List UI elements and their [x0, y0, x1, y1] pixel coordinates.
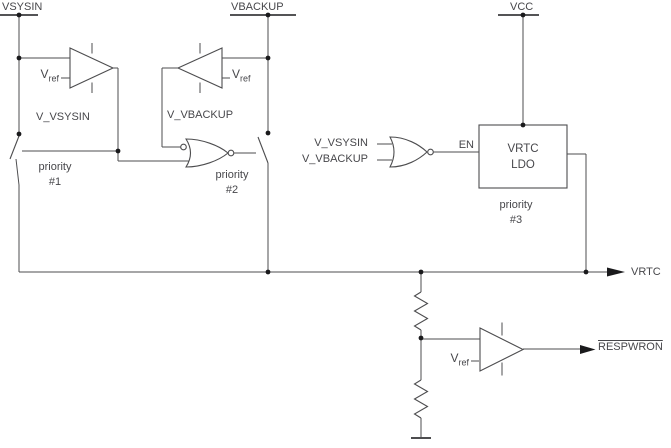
priority2-line1: priority [215, 169, 249, 181]
switch-blade-priority2 [257, 136, 269, 164]
vref-main: V [40, 67, 49, 81]
inverter-bubble-input [180, 143, 187, 151]
nor-gate-priority2 [184, 138, 229, 168]
ldo-line1: VRTC [507, 142, 539, 155]
respwron-output-label: RESPWRON [598, 341, 663, 353]
nor-gates [180, 136, 434, 168]
vcc-terminal-label: VCC [510, 1, 534, 13]
comparator-respwron [479, 327, 525, 372]
v-vsysin-signal-label: V_VSYSIN [36, 111, 90, 123]
priority3-line1: priority [499, 199, 533, 211]
v-vbackup-signal-label: V_VBACKUP [167, 109, 234, 121]
comparator-power-ticks [91, 43, 503, 376]
resistor-top [413, 291, 429, 331]
comparator-vbackup [176, 47, 223, 89]
vbackup-terminal-label: VBACKUP [231, 1, 284, 13]
vrtc-ldo-box [478, 124, 568, 189]
priority1-label: priority #1 [27, 160, 83, 190]
vsysin-terminal-label: VSYSIN [2, 1, 43, 13]
priority3-line2: #3 [509, 214, 523, 226]
junction-dots [16, 12, 589, 341]
inverter-bubble-output2 [427, 148, 434, 156]
switches [9, 135, 269, 164]
nor-input2-label: V_VBACKUP [301, 153, 368, 165]
vref-sub: ref [240, 73, 251, 84]
vref-sub: ref [48, 73, 59, 84]
vrtc-arrow-icon [607, 267, 625, 277]
resistor-divider [411, 291, 431, 439]
vrtc-ldo-label: VRTC LDO [479, 125, 567, 188]
comparators [69, 47, 525, 372]
vref-main: V [450, 351, 459, 365]
vref-label-vbackup: Vref [232, 68, 251, 85]
vref-label-vsysin: Vref [25, 68, 59, 85]
priority2-label: priority #2 [204, 168, 260, 198]
nor-gate-enable [389, 136, 428, 168]
output-arrows [580, 267, 625, 354]
nor-input1-label: V_VSYSIN [314, 137, 368, 149]
priority1-line2: #1 [48, 176, 62, 188]
priority3-label: priority #3 [488, 198, 544, 228]
switch-blade-priority1 [9, 135, 20, 160]
vref-sub: ref [458, 357, 469, 368]
priority1-line1: priority [38, 161, 72, 173]
resistor-bottom [413, 379, 429, 419]
respwron-arrow-icon [580, 345, 596, 354]
inverter-bubble-output1 [227, 149, 235, 157]
ldo-line2: LDO [511, 158, 535, 171]
enable-label: EN [458, 139, 474, 151]
wires [15, 15, 607, 437]
vrtc-output-label: VRTC [631, 266, 661, 278]
vref-main: V [232, 67, 241, 81]
priority2-line2: #2 [225, 184, 239, 196]
vref-label-respwron: Vref [435, 352, 469, 369]
comparator-vsysin [69, 47, 115, 89]
